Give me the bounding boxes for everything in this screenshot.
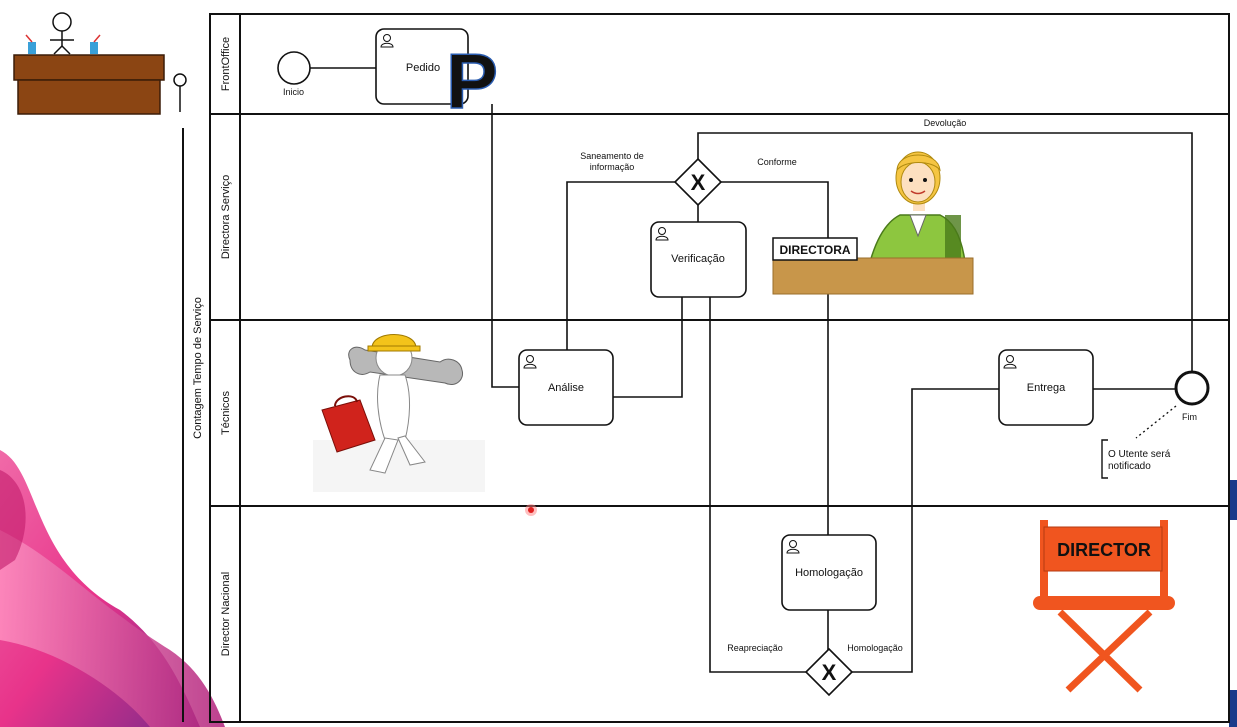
task-verificacao[interactable]: Verificação: [650, 221, 747, 298]
task-analise[interactable]: Análise: [518, 349, 614, 426]
user-icon: [380, 34, 394, 48]
flow-label-saneamento-2: informação: [590, 162, 635, 172]
flow-gateway1-conforme: [720, 181, 829, 535]
p-logo: P: [445, 36, 499, 126]
flow-pedido-analise: [491, 104, 519, 388]
lane-label-nacional: Director Nacional: [220, 572, 232, 656]
task-pedido-label: Pedido: [406, 62, 440, 74]
pointer-dot: [525, 504, 537, 516]
sequence-flows: [310, 67, 1193, 673]
flow-analise-gateway1: [566, 181, 676, 350]
start-event-label: Inicio: [283, 87, 304, 97]
task-homologacao[interactable]: Homologação: [781, 534, 877, 611]
task-homologacao-label: Homologação: [795, 567, 863, 579]
director-chair-illustration: DIRECTOR: [1033, 520, 1175, 693]
user-icon: [1003, 355, 1017, 369]
user-icon: [786, 540, 800, 554]
frontoffice-desk-illustration: [13, 12, 187, 115]
annotation-bracket: [1101, 439, 1108, 479]
flow-gateway2-entrega: [851, 388, 999, 673]
end-event[interactable]: [1174, 370, 1210, 406]
task-entrega[interactable]: Entrega: [998, 349, 1094, 426]
lane-label-frontoffice: FrontOffice: [220, 37, 232, 91]
gateway-2-symbol: X: [822, 660, 837, 685]
gateway-decision-2[interactable]: X: [804, 647, 854, 697]
flow-label-devolucao: Devolução: [924, 118, 967, 128]
gateway-decision-1[interactable]: X: [673, 157, 723, 207]
flow-label-saneamento-1: Saneamento de: [580, 151, 644, 161]
start-event[interactable]: [277, 51, 311, 85]
user-icon: [655, 227, 669, 241]
flow-analise-verificacao: [613, 297, 683, 398]
director-chair-label: DIRECTOR: [1057, 540, 1151, 560]
lane-label-directora: Directora Serviço: [220, 175, 232, 259]
gateway-1-symbol: X: [691, 170, 706, 195]
pool: Contagem Tempo de Serviço FrontOffice Di…: [182, 13, 1230, 723]
flow-gateway1-devolucao: [697, 132, 1193, 371]
svg-text:P: P: [446, 37, 498, 125]
task-verificacao-label: Verificação: [671, 253, 725, 265]
decorative-swoosh: [0, 450, 225, 727]
decorative-edge-right: [1229, 480, 1237, 727]
technician-illustration: [313, 334, 485, 492]
end-event-label: Fim: [1182, 412, 1197, 422]
pool-label: Contagem Tempo de Serviço: [192, 297, 204, 439]
lane-label-tecnicos: Técnicos: [220, 390, 232, 435]
annotation-association: [1135, 405, 1177, 439]
annotation-line-1: O Utente será: [1108, 449, 1171, 460]
flow-label-reapreciacao: Reapreciação: [727, 643, 783, 653]
annotation-line-2: notificado: [1108, 461, 1151, 472]
flow-label-homologacao: Homologação: [847, 643, 903, 653]
task-analise-label: Análise: [548, 382, 584, 394]
directora-illustration: DIRECTORA: [772, 151, 974, 295]
task-entrega-label: Entrega: [1027, 382, 1066, 394]
task-pedido[interactable]: Pedido: [375, 28, 469, 105]
flow-label-conforme: Conforme: [757, 157, 797, 167]
user-icon: [523, 355, 537, 369]
flow-verificacao-gateway2: [709, 297, 807, 673]
directora-sign: DIRECTORA: [779, 243, 850, 257]
